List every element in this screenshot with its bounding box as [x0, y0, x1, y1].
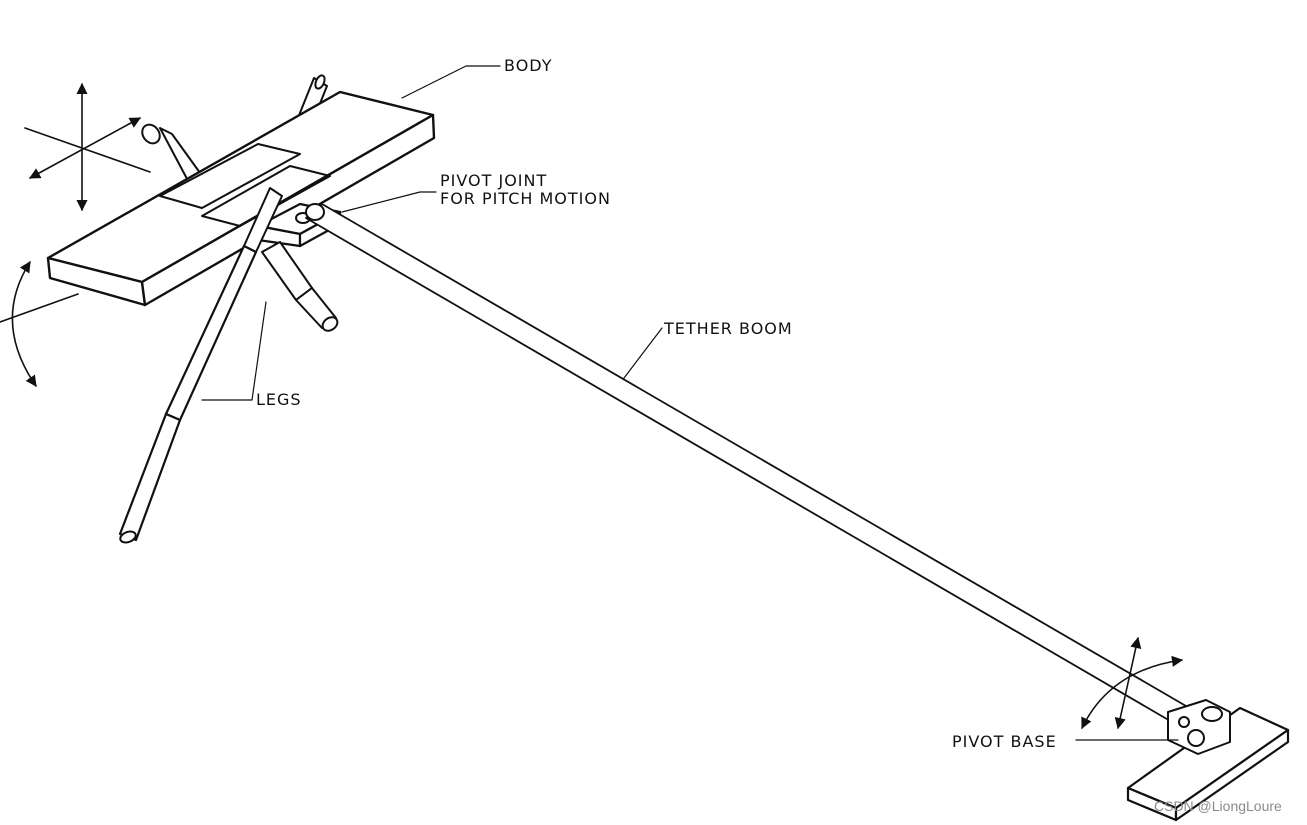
motion-arrows-base — [1081, 636, 1184, 730]
tether-boom-label: TETHER BOOM — [664, 319, 793, 338]
pivot-base — [1126, 699, 1290, 822]
motion-arrows-left — [0, 82, 151, 387]
tether-boom — [305, 203, 1187, 723]
watermark: CSDN @LiongLoure — [1154, 798, 1282, 814]
legs-label: LEGS — [256, 390, 302, 409]
pivot-joint-label-line1: PIVOT JOINT — [440, 171, 548, 190]
body-label: BODY — [504, 56, 553, 75]
leader-lines — [201, 65, 1179, 741]
pivot-base-label: PIVOT BASE — [952, 732, 1057, 751]
pivot-joint-label-line2: FOR PITCH MOTION — [440, 189, 611, 208]
front-leg — [118, 187, 339, 544]
